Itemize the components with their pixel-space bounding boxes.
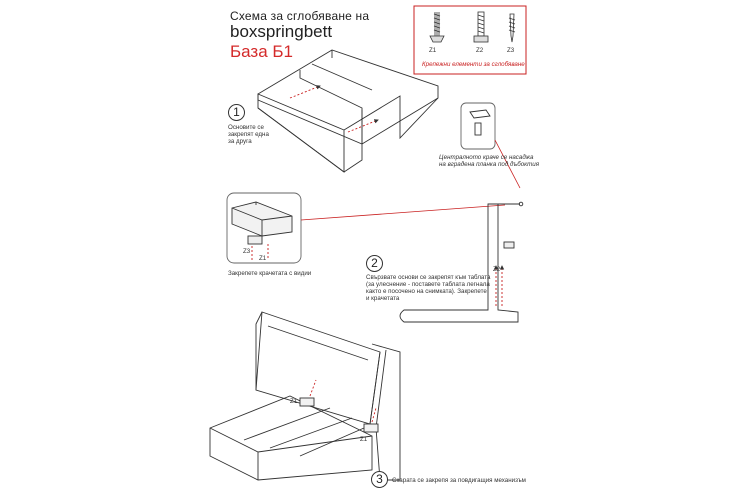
diagram-title-line1: Схема за сглобяване на [230,9,370,23]
step-2-text: Свързвате основи се закрепят към таблата… [366,274,491,302]
diagram-title-model: База Б1 [230,42,294,61]
step-3-number: 3 [371,471,388,488]
headboard-drawing [399,201,524,323]
headboard-label-z2: Z2 [493,266,501,273]
screw-nut-icon [473,11,489,43]
lift-label-z1-left: Z1 [290,398,298,405]
bolt-icon [429,12,445,43]
detail-label-z3: Z3 [243,248,251,255]
fastener-caption: Крепежни елементи за сглобяване [422,61,525,68]
center-leg-note: Централното краче се насаджа на вградена… [439,154,540,168]
fastener-label-z2: Z2 [476,47,484,54]
legs-note: Закрепете крачетата с видии [228,270,312,277]
detail-label-z1: Z1 [259,255,267,262]
step-3-text: Скарата се закрепя за повдигащия механиз… [392,477,526,484]
step-1-number: 1 [228,104,245,121]
step-2-number: 2 [366,255,383,272]
lift-label-z1-right: Z1 [360,436,368,443]
step-1-text: Основите се закрепят една за друга [228,124,269,145]
leg-detail-drawing [226,192,506,264]
step3-lift-drawing [209,311,401,481]
fastener-label-z1: Z1 [429,47,437,54]
step1-bases-drawing [257,49,439,173]
fastener-box [413,5,527,75]
wood-screw-icon [508,13,516,43]
fastener-label-z3: Z3 [507,47,515,54]
diagram-title-product: boxspringbett [230,22,333,41]
center-leg-detail [460,102,521,189]
